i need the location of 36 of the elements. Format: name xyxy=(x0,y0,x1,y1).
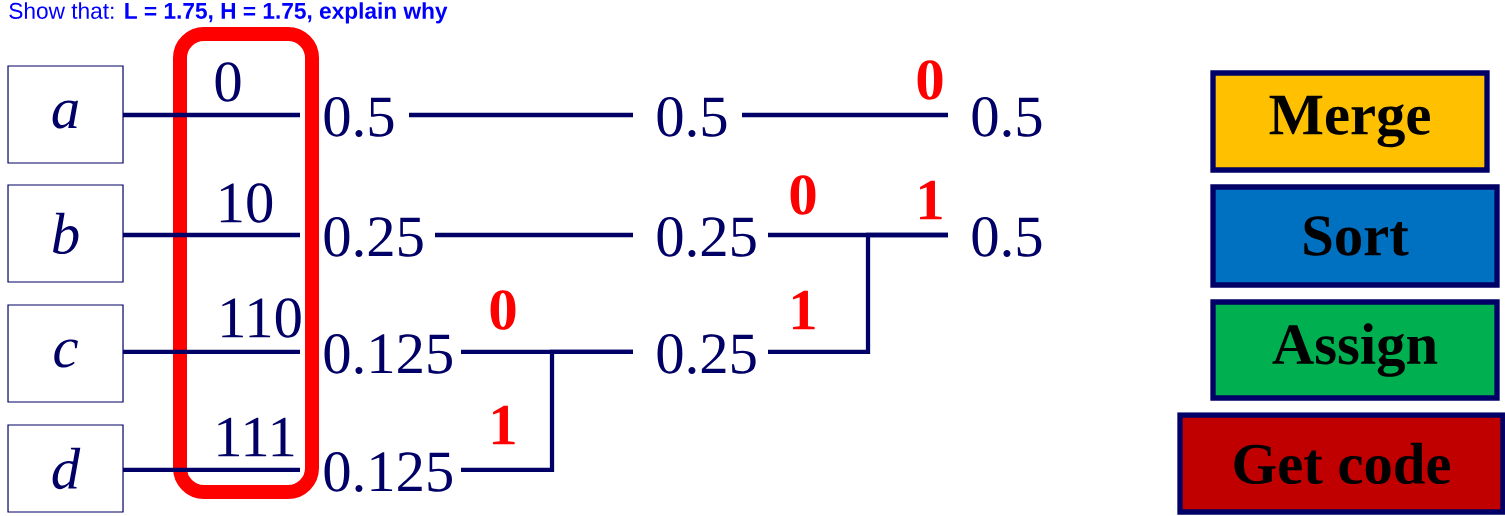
connector-line xyxy=(123,112,300,118)
bit-label: 0 xyxy=(790,175,816,215)
probability-value: 0.125 xyxy=(324,452,452,492)
probability-value: 0.5 xyxy=(657,97,727,137)
symbol-box: a xyxy=(7,65,124,164)
symbol-box: d xyxy=(7,424,124,513)
connector-line xyxy=(123,232,300,238)
connector-line xyxy=(123,349,300,355)
probability-value: 0.5 xyxy=(972,217,1042,257)
probability-value: 0.125 xyxy=(324,334,452,374)
connector-line xyxy=(461,349,633,473)
bit-label: 1 xyxy=(493,405,515,445)
connector-line xyxy=(768,232,948,355)
probability-value: 0.5 xyxy=(324,97,394,137)
connector-line xyxy=(409,112,633,118)
step-button: Sort xyxy=(1210,184,1500,288)
probability-value: 0.25 xyxy=(324,217,423,257)
probability-value: 0.5 xyxy=(972,97,1042,137)
connector-line xyxy=(435,232,633,238)
bit-label: 1 xyxy=(793,290,815,330)
code-label: 10 xyxy=(220,183,273,223)
code-label: 111 xyxy=(218,417,294,457)
step-button: Merge xyxy=(1210,70,1490,173)
bit-label: 1 xyxy=(920,180,942,220)
step-button: Get code xyxy=(1177,412,1505,515)
probability-value: 0.25 xyxy=(657,217,756,257)
connector-line xyxy=(742,112,948,118)
bit-label: 0 xyxy=(917,60,943,100)
code-label: 110 xyxy=(222,298,301,338)
symbol-box: b xyxy=(7,184,124,283)
code-label: 0 xyxy=(215,62,241,102)
symbol-box: c xyxy=(7,304,124,403)
title: Show that: L = 1.75, H = 1.75, explain why xyxy=(9,2,448,24)
step-button: Assign xyxy=(1210,299,1500,401)
probability-value: 0.25 xyxy=(657,334,756,374)
bit-label: 0 xyxy=(490,290,516,330)
